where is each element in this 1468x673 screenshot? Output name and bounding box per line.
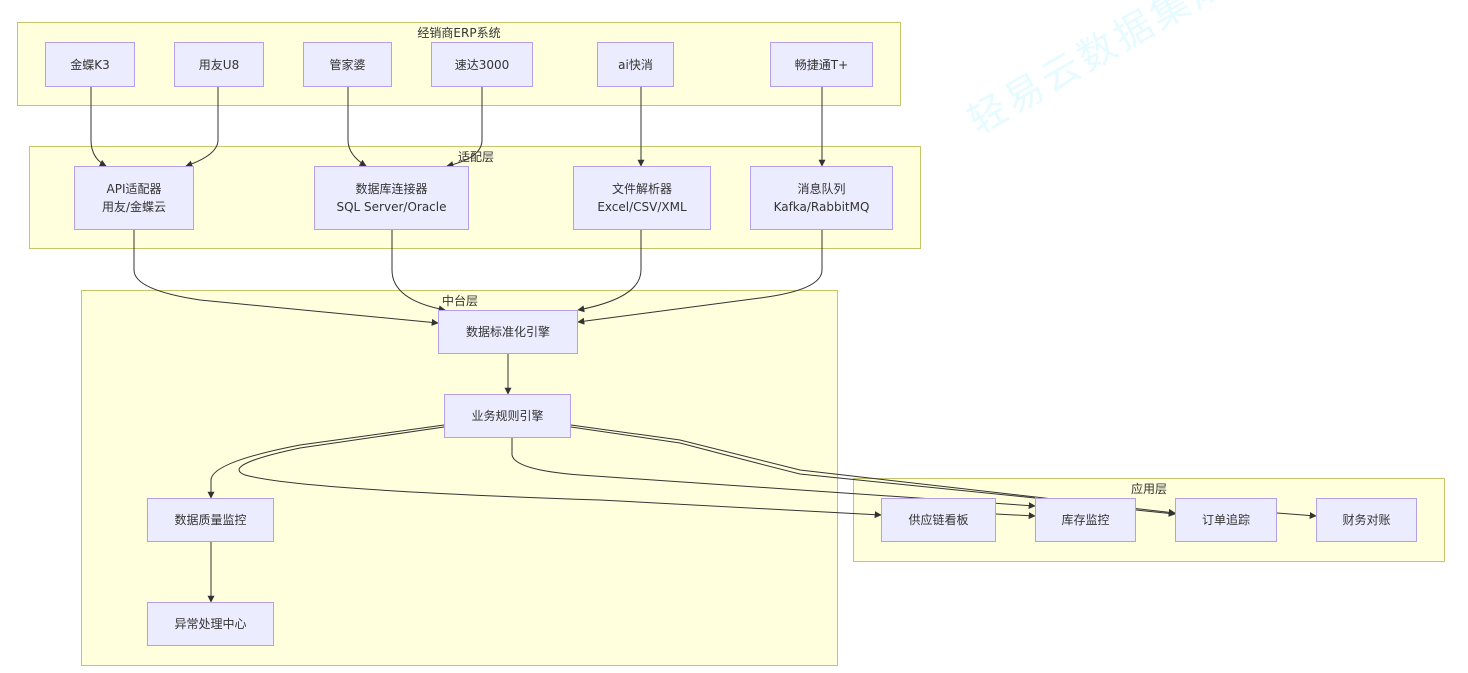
node-label-line: 订单追踪 [1201,513,1250,527]
node-label-line: 畅捷通T+ [794,57,849,72]
node-label-line: 文件解析器 [611,182,672,196]
node-label-line: 数据库连接器 [355,182,428,196]
node-label-line: 异常处理中心 [174,617,247,631]
node-exception-center[interactable]: 异常处理中心 [147,602,274,646]
watermark-text: 轻易云数据集成 [960,0,1238,144]
node-label-line: Kafka/RabbitMQ [773,200,870,214]
node-yonyou-u8[interactable]: 用友U8 [174,42,264,87]
node-file-parser[interactable]: 文件解析器 Excel/CSV/XML [573,166,711,230]
node-db-connector[interactable]: 数据库连接器 SQL Server/Oracle [314,166,469,230]
node-api-adapter[interactable]: API适配器用友/金蝶云 [74,166,194,230]
node-inventory-monitor[interactable]: 库存监控 [1035,498,1136,542]
node-label-line: 消息队列 [797,182,846,196]
node-label-line: 数据质量监控 [174,513,247,527]
cluster-label-app: 应用层 [1130,482,1168,496]
node-kingdee-k3[interactable]: 金蝶K3 [45,42,135,87]
node-data-normalization-engine[interactable]: 数据标准化引擎 [438,310,578,354]
node-label-line: Excel/CSV/XML [597,200,687,214]
node-business-rule-engine[interactable]: 业务规则引擎 [444,394,571,438]
node-label-line: API适配器 [106,182,162,196]
node-label-line: 用友U8 [198,57,240,72]
node-label-line: 数据标准化引擎 [465,325,550,339]
cluster-label-middle: 中台层 [441,294,479,308]
node-data-quality-monitor[interactable]: 数据质量监控 [147,498,274,542]
node-label-line: ai快消 [618,57,653,72]
node-label-line: 业务规则引擎 [471,409,544,423]
node-changjietong-tplus[interactable]: 畅捷通T+ [770,42,873,87]
node-label-line: 金蝶K3 [70,57,110,72]
node-label-line: 速达3000 [454,57,510,72]
node-label-line: 用友/金蝶云 [101,200,167,214]
node-supply-chain-dashboard[interactable]: 供应链看板 [881,498,996,542]
node-label-line: SQL Server/Oracle [336,200,447,214]
node-label-line: 管家婆 [329,57,366,72]
node-ai-kuaixiao[interactable]: ai快消 [597,42,674,87]
node-order-tracking[interactable]: 订单追踪 [1175,498,1277,542]
node-suda-3000[interactable]: 速达3000 [431,42,533,87]
node-label-line: 供应链看板 [908,513,969,527]
cluster-label-erp: 经销商ERP系统 [417,26,501,40]
node-guanjiapo[interactable]: 管家婆 [303,42,392,87]
cluster-label-adapter: 适配层 [457,150,495,164]
node-label-line: 库存监控 [1061,513,1110,527]
node-finance-reconciliation[interactable]: 财务对账 [1316,498,1417,542]
node-label-line: 财务对账 [1342,513,1391,527]
node-message-queue[interactable]: 消息队列 Kafka/RabbitMQ [750,166,893,230]
